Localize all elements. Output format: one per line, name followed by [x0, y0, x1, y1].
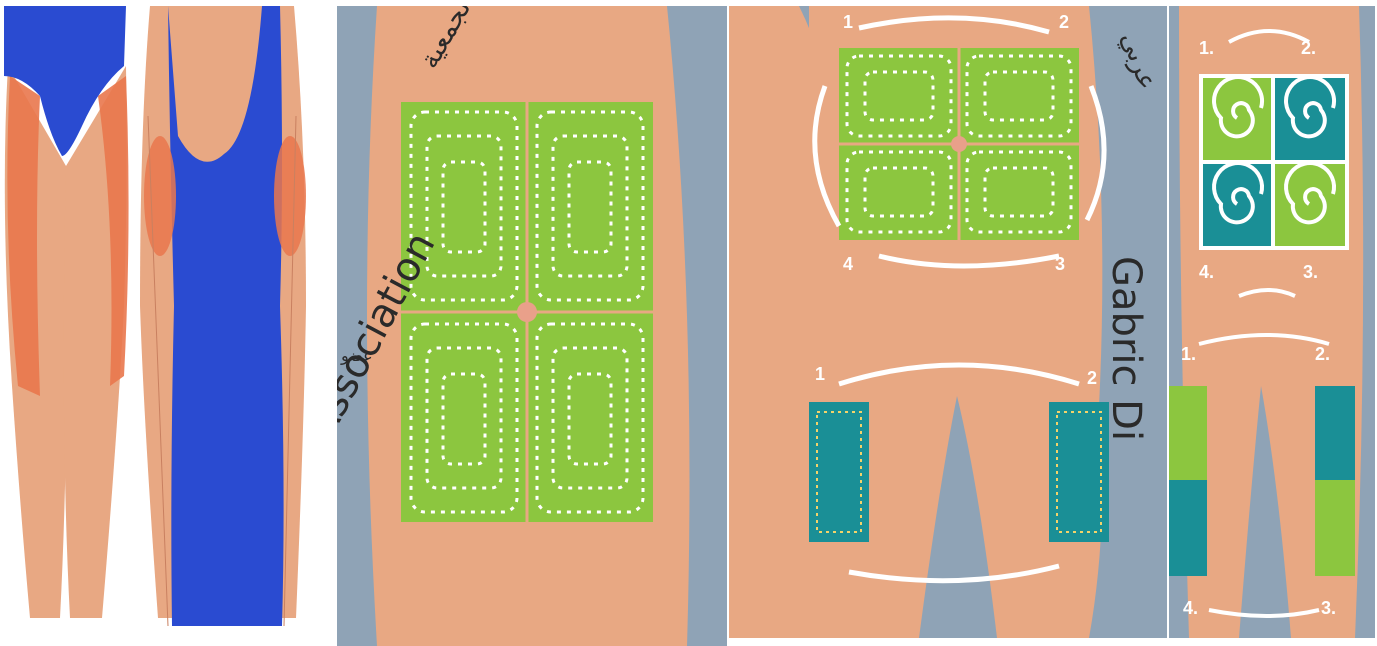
rotation-number-4: 4 — [843, 254, 853, 275]
arm-zone-left — [144, 136, 176, 256]
thigh-number-2: 2 — [1087, 368, 1097, 389]
thigh-swirl-number-1: 1. — [1181, 344, 1196, 365]
navel — [517, 302, 537, 322]
watermark-gabric: Gabric Di — [1103, 256, 1149, 441]
panel-swirl: 1. 2. 3. 4. 1. 2. 3. 4. — [1169, 6, 1375, 638]
thigh-number-1: 1 — [815, 364, 825, 385]
swirl-illustration — [1169, 6, 1375, 638]
swirl-number-2: 2. — [1301, 38, 1316, 59]
arm-zone-right — [274, 136, 306, 256]
rotation-illustration — [729, 6, 1167, 638]
swirl-number-4: 4. — [1199, 262, 1214, 283]
watermark-arabic-left: عضو — [341, 346, 373, 365]
thigh-swirl-number-2: 2. — [1315, 344, 1330, 365]
rotation-number-3: 3 — [1055, 254, 1065, 275]
rotation-number-2: 2 — [1059, 12, 1069, 33]
panel-thighs-arms — [0, 6, 335, 628]
panel-abdomen-grid: Association عضو الجمعية — [337, 6, 727, 646]
thigh-swirl-number-4: 4. — [1183, 598, 1198, 619]
rotation-number-1: 1 — [843, 12, 853, 33]
thighs-arms-illustration — [0, 6, 335, 628]
swirl-number-1: 1. — [1199, 38, 1214, 59]
quadrant-3 — [1275, 164, 1345, 246]
panel-rotation: 1 2 3 4 1 2 Gabric Di عربي — [729, 6, 1167, 638]
quadrant-2 — [1275, 78, 1345, 160]
thigh-swirl-number-3: 3. — [1321, 598, 1336, 619]
swirl-number-3: 3. — [1303, 262, 1318, 283]
